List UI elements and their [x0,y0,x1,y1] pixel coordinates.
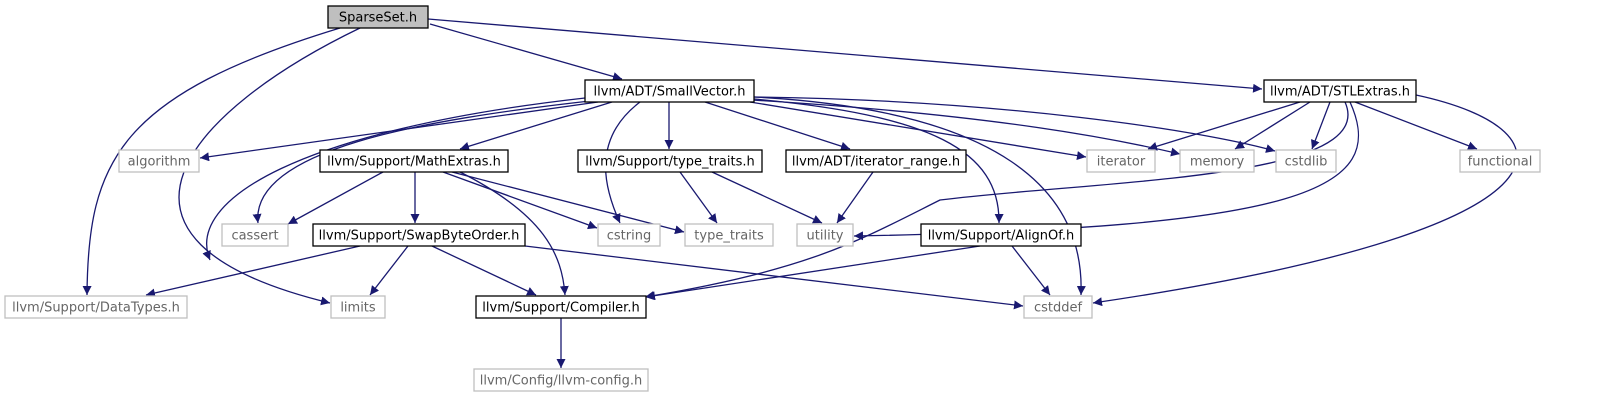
node-label-mathextras: llvm/Support/MathExtras.h [327,155,501,170]
node-iterator: iterator [1086,149,1156,173]
node-limits: limits [330,295,386,319]
edge-sparseset-to-stlextras [427,18,1263,93]
node-box-alignof [920,223,1082,247]
node-smallvector[interactable]: llvm/ADT/SmallVector.h [584,79,755,103]
node-iterator_range[interactable]: llvm/ADT/iterator_range.h [785,149,967,173]
node-type_traits: type_traits [684,223,774,247]
node-box-utility [796,223,854,247]
node-label-iterator: iterator [1097,155,1146,170]
edge-stlextras-to-functional [1354,101,1478,150]
node-cassert: cassert [221,223,289,247]
node-alignof[interactable]: llvm/Support/AlignOf.h [920,223,1082,247]
node-label-typetraits_h: llvm/Support/type_traits.h [585,155,755,170]
node-box-algorithm [118,149,200,173]
node-llvmconfig: llvm/Config/llvm-config.h [473,368,649,392]
edge-smallvector-to-cassert [252,100,591,224]
node-label-algorithm: algorithm [128,155,191,170]
node-label-stlextras: llvm/ADT/STLExtras.h [1270,85,1410,100]
edge-smallvector-to-memory [751,99,1181,157]
node-datatypes: llvm/Support/DataTypes.h [4,295,188,319]
node-cstring: cstring [597,223,661,247]
node-memory: memory [1179,149,1255,173]
node-label-cassert: cassert [231,229,278,244]
edge-stlextras-to-iterator [1147,101,1301,151]
node-label-cstdlib: cstdlib [1285,155,1328,170]
node-box-datatypes [4,295,188,319]
edge-swapbyteorder-to-datatypes [145,245,361,298]
node-box-mathextras [319,149,509,173]
node-label-functional: functional [1468,155,1533,170]
node-box-sparseset [327,5,429,29]
node-box-swapbyteorder [312,223,526,247]
node-swapbyteorder[interactable]: llvm/Support/SwapByteOrder.h [312,223,526,247]
node-sparseset[interactable]: SparseSet.h [327,5,429,29]
edge-stlextras-to-cstdlib [1311,101,1331,150]
node-box-memory [1179,149,1255,173]
node-box-stlextras [1263,79,1417,103]
edge-smallvector-to-iterator_range [704,101,851,151]
node-box-smallvector [584,79,755,103]
node-box-cstddef [1023,295,1093,319]
node-label-datatypes: llvm/Support/DataTypes.h [12,301,180,316]
node-compiler[interactable]: llvm/Support/Compiler.h [475,295,647,319]
edge-sparseset-to-smallvector [429,23,623,81]
edge-swapbyteorder-to-compiler [431,245,537,296]
node-label-limits: limits [340,301,376,316]
node-label-sparseset: SparseSet.h [339,11,417,26]
node-label-llvmconfig: llvm/Config/llvm-config.h [480,374,642,389]
node-mathextras[interactable]: llvm/Support/MathExtras.h [319,149,509,173]
node-label-swapbyteorder: llvm/Support/SwapByteOrder.h [319,229,520,244]
edge-stlextras-to-memory [1234,101,1311,150]
node-box-iterator [1086,149,1156,173]
node-layer: SparseSet.h llvm/ADT/SmallVector.h llvm/AD… [4,5,1541,392]
node-label-cstring: cstring [607,229,651,244]
node-box-type_traits [684,223,774,247]
edge-sparseset-to-datatypes [82,27,341,296]
node-label-smallvector: llvm/ADT/SmallVector.h [594,85,746,100]
node-box-cstdlib [1275,149,1337,173]
node-label-cstddef: cstddef [1034,301,1083,316]
node-functional: functional [1459,149,1541,173]
edge-alignof-to-compiler [645,245,981,301]
node-label-alignof: llvm/Support/AlignOf.h [928,229,1075,244]
node-box-llvmconfig [473,368,649,392]
node-box-iterator_range [785,149,967,173]
node-label-memory: memory [1190,155,1245,170]
edge-smallvector-to-alignof [753,98,1004,224]
edge-mathextras-to-cassert [287,171,384,225]
node-utility: utility [796,223,854,247]
edge-iterator_range-to-utility [836,171,874,224]
edge-layer [82,18,1518,368]
node-box-limits [330,295,386,319]
edge-mathextras-to-type_traits [451,171,685,235]
node-box-compiler [475,295,647,319]
edge-swapbyteorder-to-cstddef [524,245,1024,310]
edge-stlextras-to-cstddef [1092,94,1518,307]
edge-mathextras-to-cstring [442,171,598,230]
node-typetraits_h[interactable]: llvm/Support/type_traits.h [577,149,763,173]
edge-mathextras-to-compiler [459,171,569,296]
node-label-type_traits: type_traits [694,229,764,244]
edge-swapbyteorder-to-limits [369,245,409,296]
edge-typetraits_h-to-type_traits [679,171,718,224]
node-box-cassert [221,223,289,247]
node-cstddef: cstddef [1023,295,1093,319]
edge-smallvector-to-algorithm [199,101,599,162]
node-label-compiler: llvm/Support/Compiler.h [482,301,639,316]
edge-smallvector-to-compiler [202,97,586,261]
edge-alignof-to-cstddef [1011,245,1051,296]
node-box-functional [1459,149,1541,173]
node-label-iterator_range: llvm/ADT/iterator_range.h [792,155,960,170]
node-algorithm: algorithm [118,149,200,173]
edge-smallvector-to-mathextras [459,101,613,151]
node-box-cstring [597,223,661,247]
node-label-utility: utility [807,229,844,244]
node-cstdlib: cstdlib [1275,149,1337,173]
edge-typetraits_h-to-utility [711,171,823,224]
node-box-typetraits_h [577,149,763,173]
edge-smallvector-to-cstddef [753,96,1086,296]
node-stlextras[interactable]: llvm/ADT/STLExtras.h [1263,79,1417,103]
